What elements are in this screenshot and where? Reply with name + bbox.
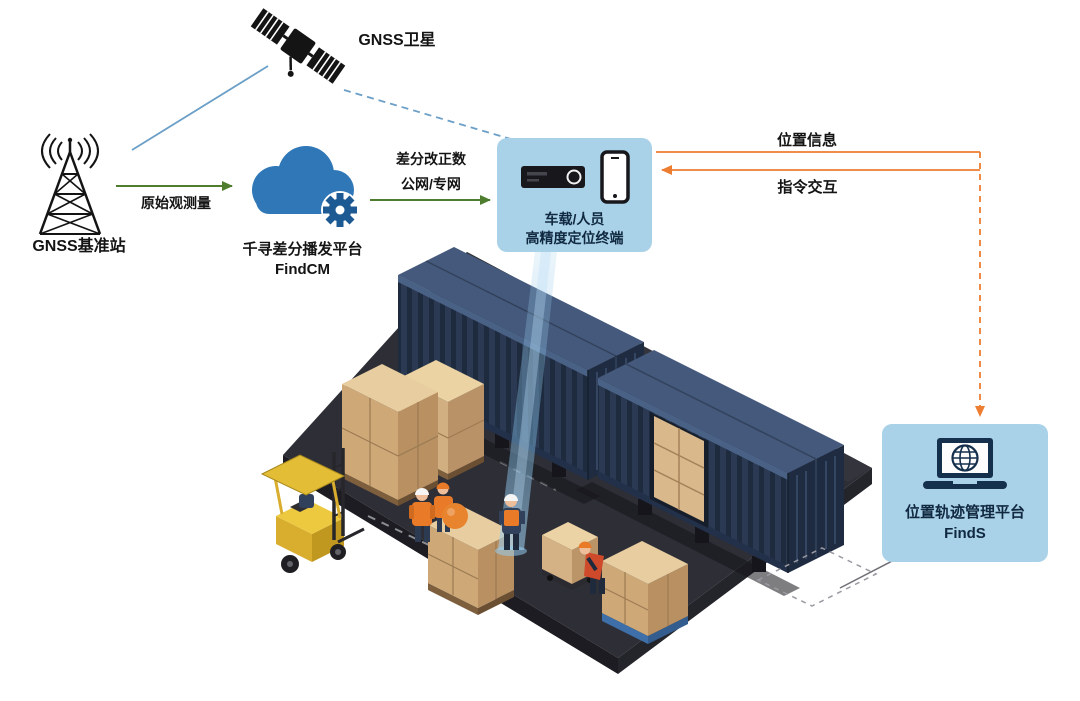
platform-to-scene-link	[839, 557, 899, 589]
floor-dashed-zone	[756, 547, 878, 607]
finds-label: FindS	[944, 525, 986, 542]
helmet-icon	[578, 541, 592, 548]
satellite-to-base-link	[131, 65, 269, 151]
position-info-label: 位置信息	[776, 132, 837, 149]
smartphone-icon	[599, 150, 630, 204]
worker-tracked	[499, 494, 525, 550]
pallet-stack-center	[427, 507, 514, 615]
pallet-stack-right	[601, 541, 688, 644]
cloud-platform-name: 千寻差分播发平台	[242, 241, 363, 258]
laptop-globe-icon	[921, 436, 1009, 494]
cloud-platform-product: FindCM	[275, 261, 330, 279]
base-station-icon	[24, 132, 116, 238]
cloud-icon	[236, 134, 370, 238]
satellite-icon	[246, 4, 350, 90]
helmet-icon	[504, 494, 518, 501]
cloud-platform-label: 千寻差分播发平台 FindCM	[220, 240, 385, 281]
terminal-label-line1: 车载/人员	[544, 211, 605, 227]
container-front	[576, 350, 844, 596]
positioning-beam	[495, 252, 557, 556]
helmet-icon	[436, 482, 450, 489]
helmet-icon	[415, 488, 429, 495]
correction-label-line1: 差分改正数	[396, 151, 466, 167]
raw-observation-label: 原始观测量	[141, 195, 211, 211]
correction-label-line2: 公网/专网	[401, 176, 461, 192]
base-station-label: GNSS基准站	[32, 238, 126, 255]
warehouse-illustration	[260, 247, 878, 674]
signal-waves-icon	[41, 133, 99, 169]
satellite-to-terminal-link	[343, 89, 515, 141]
forklift	[260, 448, 365, 573]
pallet-stack-front	[341, 364, 439, 506]
pallet-jack-group	[542, 522, 605, 594]
satellite-label: GNSS卫星	[358, 32, 436, 49]
terminal-label-line2: 高精度定位终端	[525, 230, 624, 246]
orange-sack	[442, 503, 468, 529]
connector-lines	[116, 65, 985, 589]
finds-platform-node: 位置轨迹管理平台 FindS	[882, 424, 1048, 562]
gear-icon	[321, 191, 359, 229]
receiver-device-icon	[520, 159, 592, 195]
worker-pair	[409, 482, 468, 542]
platform-label: 位置轨迹管理平台	[904, 504, 1025, 521]
command-interaction-label: 指令交互	[777, 179, 838, 196]
terminal-node: 车载/人员 高精度定位终端	[497, 138, 652, 252]
